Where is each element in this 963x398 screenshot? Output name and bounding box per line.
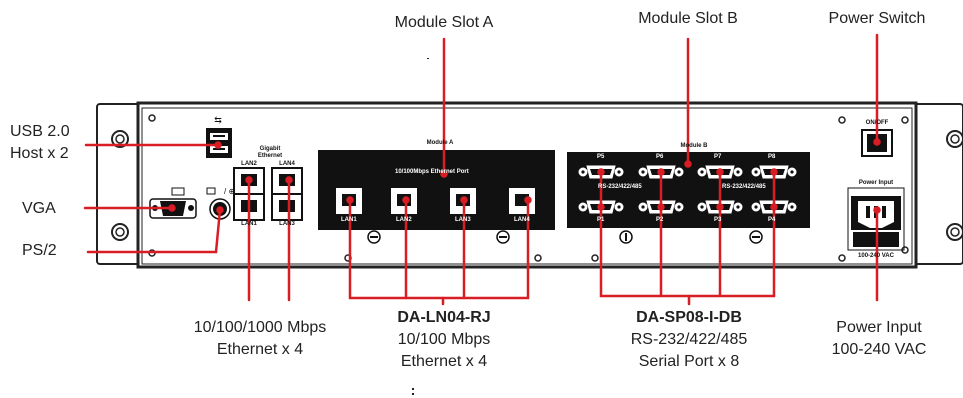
callout-lines — [83, 33, 881, 306]
ps2-label: PS/2 — [22, 242, 57, 259]
module-a-port-lan2: LAN2 — [396, 217, 412, 223]
on-off-label: ON/OFF — [865, 120, 889, 126]
gigabit-lan-callout: 10/100/1000 Mbps Ethernet x 4 — [160, 317, 360, 361]
svg-text:⇆: ⇆ — [214, 115, 222, 125]
usb-label-line-2: Host x 2 — [10, 145, 69, 162]
gigabit-lan-line-2: Ethernet x 4 — [216, 341, 304, 358]
module-b-screws — [619, 230, 763, 244]
chassis-screws — [148, 114, 909, 262]
ln04-ports: Ethernet x 4 — [400, 353, 488, 370]
ln04-model: DA-LN04-RJ — [397, 309, 491, 326]
module-a-subtitle: 10/100Mbps Ethernet Port — [395, 169, 469, 175]
module-b-port-p6: P6 — [656, 154, 664, 160]
left-rack-ear — [96, 103, 142, 265]
onboard-lan4-label: LAN4 — [279, 161, 295, 167]
onboard-lan2-label: LAN2 — [241, 161, 257, 167]
module-slot-a-label: Module Slot A — [394, 14, 494, 31]
module-a-port-lan1: LAN1 — [341, 217, 357, 223]
gigabit-line-1: Gigabit — [259, 146, 281, 152]
power-input-line-1: Power Input — [836, 319, 922, 336]
gigabit-lan-line-1: 10/100/1000 Mbps — [193, 319, 327, 336]
sp08-ports: Serial Port x 8 — [638, 353, 740, 370]
power-input-line-2: 100-240 VAC — [831, 341, 927, 358]
onboard-lan3-label: LAN3 — [279, 221, 295, 227]
onboard-lan1-label: LAN1 — [241, 221, 257, 227]
module-a-port-lan4: LAN4 — [514, 217, 530, 223]
sp08-model: DA-SP08-I-DB — [636, 309, 742, 326]
voltage-panel-label: 100-240 VAC — [858, 253, 894, 259]
module-a-panel — [318, 150, 555, 244]
svg-text:/ ⊕: / ⊕ — [224, 187, 235, 196]
module-b-port-p3: P3 — [714, 217, 722, 223]
module-b-serial-right: RS-232/422/485 — [722, 184, 766, 190]
gigabit-line-2: Ethernet — [257, 153, 283, 159]
ln04-callout: DA-LN04-RJ 10/100 Mbps Ethernet x 4 — [364, 307, 524, 373]
vga-label: VGA — [22, 200, 56, 217]
power-input-callout: Power Input 100-240 VAC — [804, 317, 954, 361]
usb-label: USB 2.0 Host x 2 — [10, 121, 70, 165]
sp08-callout: DA-SP08-I-DB RS-232/422/485 Serial Port … — [604, 307, 774, 373]
stray-marks — [412, 58, 429, 395]
right-rack-ear — [912, 103, 963, 265]
module-slot-b-label: Module Slot B — [638, 10, 738, 27]
ln04-speed: 10/100 Mbps — [397, 331, 491, 348]
module-a-title: Module A — [426, 140, 454, 146]
power-switch-label: Power Switch — [828, 10, 926, 27]
sp08-standard: RS-232/422/485 — [630, 331, 748, 348]
module-b-port-p4: P4 — [768, 217, 776, 223]
module-a-port-lan3: LAN3 — [455, 217, 471, 223]
module-b-port-p5: P5 — [597, 154, 605, 160]
module-b-port-p1: P1 — [597, 217, 605, 223]
module-b-port-p2: P2 — [656, 217, 664, 223]
gigabit-ethernet-label: Gigabit Ethernet — [250, 146, 290, 160]
module-b-port-p7: P7 — [714, 154, 722, 160]
power-input-panel-label: Power Input — [858, 180, 894, 186]
module-b-port-p8: P8 — [768, 154, 776, 160]
module-b-title: Module B — [680, 143, 708, 149]
usb-label-line-1: USB 2.0 — [10, 123, 70, 140]
module-b-serial-left: RS-232/422/485 — [598, 184, 642, 190]
